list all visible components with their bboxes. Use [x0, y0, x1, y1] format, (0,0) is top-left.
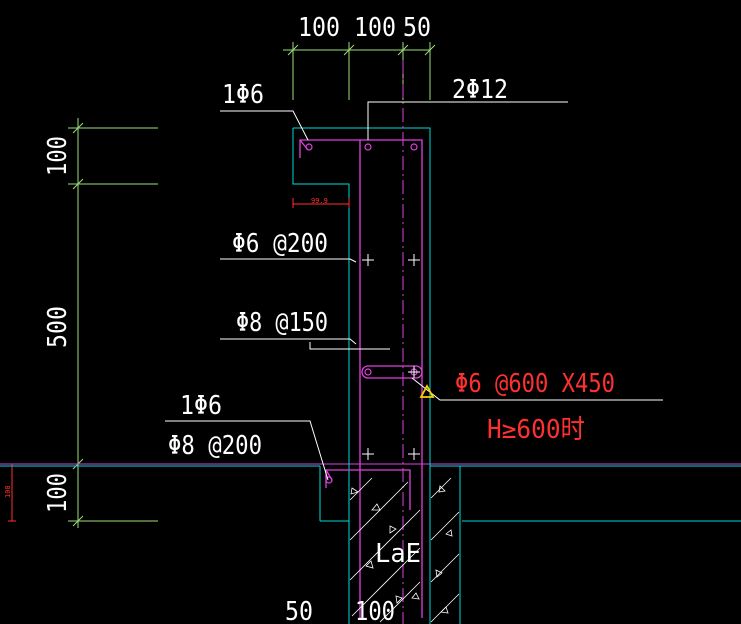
small-red-dimension [292, 198, 350, 208]
rebar-bottom-2-label: Φ8 @200 [168, 431, 262, 461]
concrete-aggregate [350, 485, 453, 614]
warning-marker [419, 384, 435, 398]
small-left-dim-label: 100 [4, 485, 12, 498]
rebar-top-right-label: 2Φ12 [452, 75, 508, 105]
top-dimension [283, 42, 436, 100]
stirrup-2-label: Φ8 @150 [236, 308, 328, 338]
dim-left-3-label: 100 [43, 473, 73, 513]
tie-note-2-label: H≥600时 [487, 415, 585, 445]
rebar-bottom-1-label: 1Φ6 [180, 391, 222, 421]
dim-left-1-label: 100 [43, 136, 73, 176]
dim-top-1-label: 100 [298, 13, 340, 43]
dim-bottom-1-label: 50 [285, 597, 313, 624]
concrete-hatch [349, 477, 460, 623]
dim-top-2-label: 100 [354, 13, 396, 43]
small-red-dim-label: 99.9 [311, 197, 328, 205]
wall-outline [292, 127, 461, 624]
anchorage-label: LaE [375, 539, 421, 569]
stirrup-1-label: Φ6 @200 [232, 229, 328, 259]
dim-left-2-label: 500 [43, 306, 73, 348]
slab-outline [0, 463, 741, 522]
rebar-top-left-label: 1Φ6 [222, 80, 264, 110]
bar-ticks [362, 254, 420, 460]
dim-bottom-2-label: 100 [355, 597, 395, 624]
tie-note-1-label: Φ6 @600 X450 [455, 369, 615, 399]
leader-lines [165, 101, 663, 481]
dim-top-3-label: 50 [403, 13, 431, 43]
